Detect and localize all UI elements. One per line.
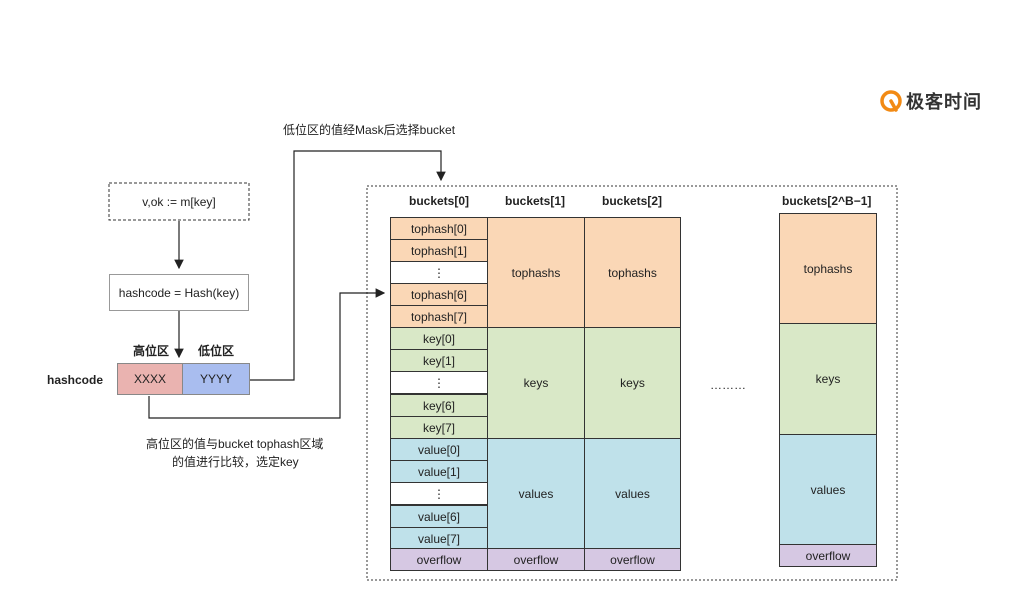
bucket0-key-6: key[6] xyxy=(390,394,488,417)
brand-name: 极客时间 xyxy=(906,92,982,112)
bucket0-key-7: key[7] xyxy=(390,416,488,439)
bucketN-tophashs: tophashs xyxy=(779,213,877,324)
arrow-low-to-bucket xyxy=(250,150,446,381)
geektime-logo-icon xyxy=(880,90,902,112)
bucketN-title: buckets[2^B−1] xyxy=(782,194,872,208)
bucket1-overflow: overflow xyxy=(487,548,585,571)
buckets-container xyxy=(366,185,898,581)
bucket2-overflow: overflow xyxy=(584,548,681,571)
bucket0-value-1: value[1] xyxy=(390,460,488,483)
bucket0-tophash-0: tophash[0] xyxy=(390,217,488,240)
map-access-code: v,ok := m[key] xyxy=(142,194,216,209)
bucket0-value-6: value[6] xyxy=(390,505,488,528)
bucketN-keys: keys xyxy=(779,323,877,435)
bucket-ellipsis: ……… xyxy=(710,378,746,392)
bucket0-value-ellipsis: ⋮ xyxy=(390,482,488,505)
bucket0-tophash-6: tophash[6] xyxy=(390,283,488,306)
bucket0-overflow: overflow xyxy=(390,548,488,571)
bucket0-tophash-7: tophash[7] xyxy=(390,305,488,328)
hashcode-label: hashcode xyxy=(47,373,104,387)
note-high-bits-line1: 高位区的值与bucket tophash区域 xyxy=(146,437,324,451)
bucket2-values: values xyxy=(584,438,681,549)
arrow-high-to-tophash xyxy=(148,288,386,419)
bucket0-title: buckets[0] xyxy=(409,194,470,208)
bucket0-value-0: value[0] xyxy=(390,438,488,461)
bucket2-tophashs: tophashs xyxy=(584,217,681,328)
high-bits-cell: XXXX xyxy=(117,363,183,395)
note-low-bits: 低位区的值经Mask后选择bucket xyxy=(283,123,456,137)
brand-logo: 极客时间 xyxy=(880,88,982,114)
bucketN-values: values xyxy=(779,434,877,545)
bucket0-key-1: key[1] xyxy=(390,349,488,372)
bucket0-tophash-ellipsis: ⋮ xyxy=(390,261,488,284)
bucket2-keys: keys xyxy=(584,327,681,439)
high-bits-label: 高位区 xyxy=(133,344,170,358)
note-high-bits-line2: 的值进行比较，选定key xyxy=(172,455,299,469)
bucket1-values: values xyxy=(487,438,585,549)
bucket2-title: buckets[2] xyxy=(602,194,663,208)
low-bits-cell: YYYY xyxy=(182,363,250,395)
bucket1-tophashs: tophashs xyxy=(487,217,585,328)
bucket1-keys: keys xyxy=(487,327,585,439)
bucket0-tophash-1: tophash[1] xyxy=(390,239,488,262)
hash-function-box: hashcode = Hash(key) xyxy=(109,274,249,311)
bucket0-value-7: value[7] xyxy=(390,527,488,550)
bucket1-title: buckets[1] xyxy=(505,194,566,208)
bucketN-overflow: overflow xyxy=(779,544,877,567)
bucket0-key-ellipsis: ⋮ xyxy=(390,371,488,394)
low-bits-label: 低位区 xyxy=(198,344,235,358)
bucket0-key-0: key[0] xyxy=(390,327,488,350)
